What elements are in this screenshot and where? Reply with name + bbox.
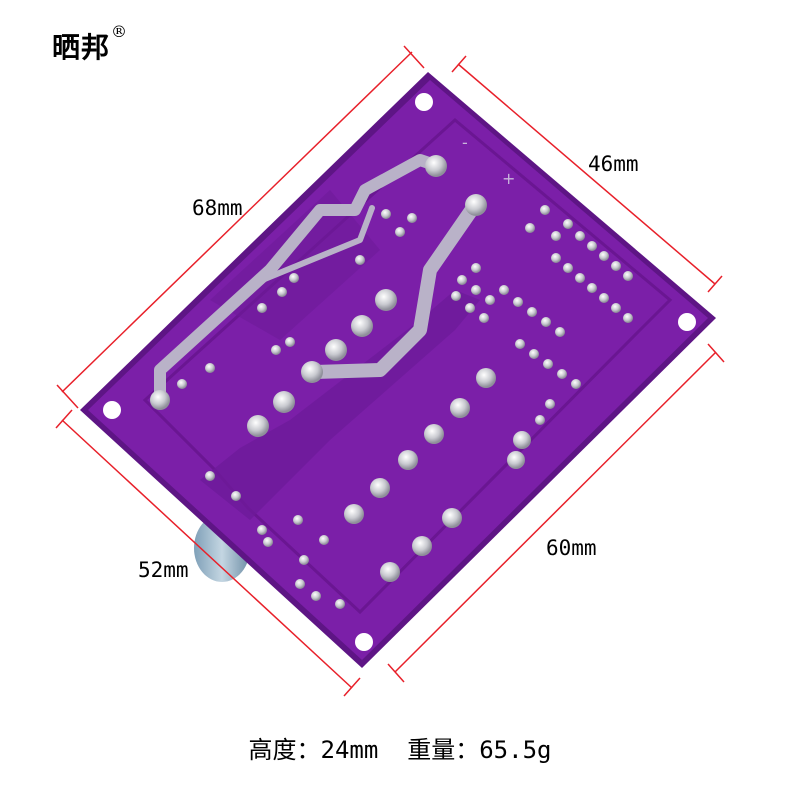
pcb-negative-mark: - — [462, 133, 468, 152]
height-value: 24mm — [320, 736, 379, 764]
solder-pads-large — [150, 155, 531, 582]
spec-line: 高度：24mm 重量：65.5g — [0, 730, 800, 765]
dimension-line-60mm — [394, 351, 717, 673]
solder-pads-small — [177, 205, 633, 609]
silver-traces — [154, 154, 482, 406]
dimension-line-46mm — [457, 63, 716, 285]
dimension-line-52mm — [61, 419, 353, 689]
weight-value: 65.5g — [479, 736, 552, 764]
pcb-positive-mark: + — [502, 169, 515, 188]
pcb-board: - + — [80, 72, 716, 668]
height-label: 高度： — [248, 736, 321, 764]
dimension-label-top-right: 46mm — [588, 152, 639, 176]
mounting-holes — [103, 93, 696, 651]
dimension-label-top-left: 68mm — [192, 196, 243, 220]
brand-name: 晒邦 — [52, 31, 111, 64]
brand-logo: 晒邦® — [52, 22, 128, 66]
dimension-lines — [55, 45, 725, 697]
dimension-line-68mm — [61, 51, 413, 393]
weight-label: 重量： — [407, 736, 480, 764]
dimension-label-bottom-right: 60mm — [546, 536, 597, 560]
dimension-label-bottom-left: 52mm — [138, 558, 189, 582]
registered-mark: ® — [111, 22, 129, 41]
